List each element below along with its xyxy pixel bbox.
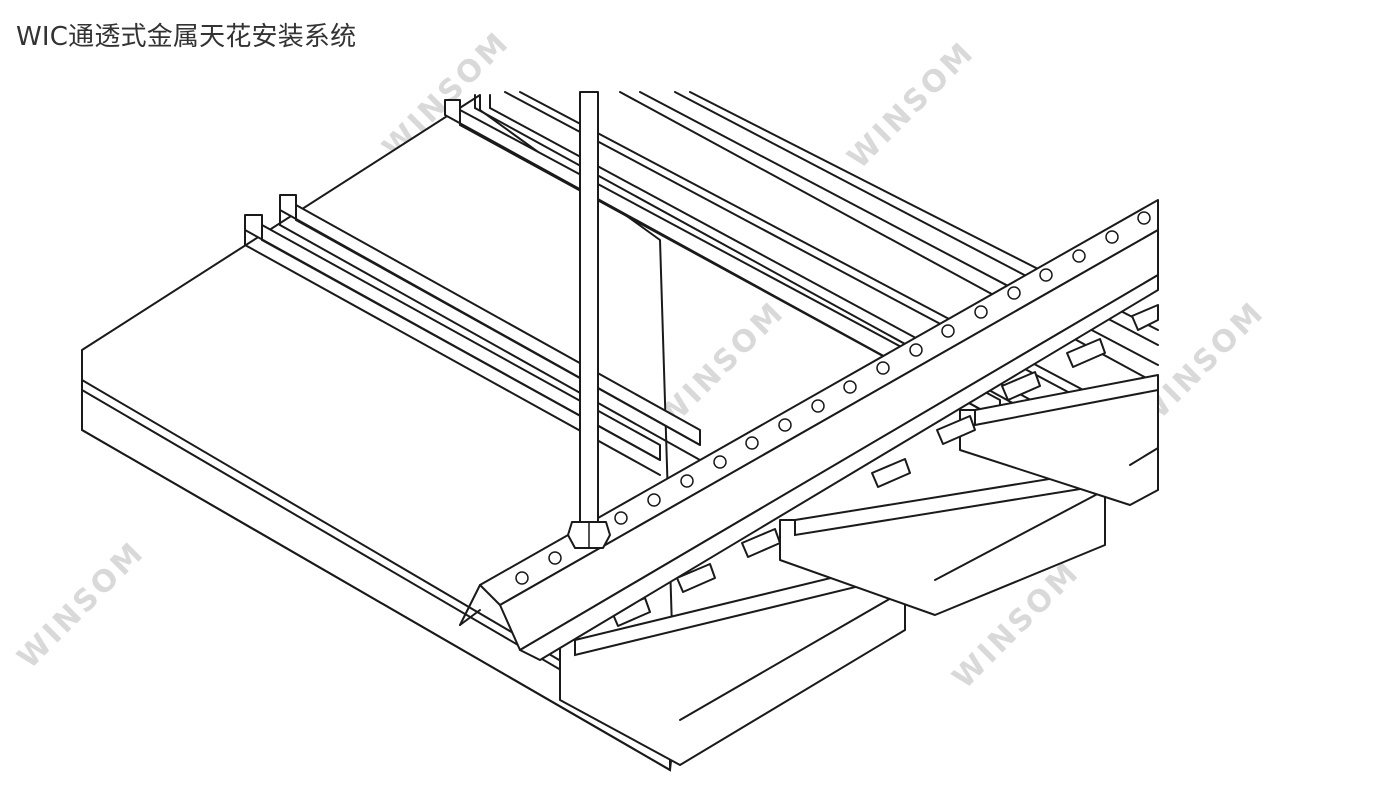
ceiling-strip-upper-2 [474,91,1141,441]
watermark: WINSOM [11,535,152,676]
suspension-rod [567,91,611,549]
page-title: WIC通透式金属天花安装系统 [16,22,357,52]
watermark: WINSOM [841,35,982,176]
clips [611,304,1159,627]
ceiling-strip-lower-2 [779,469,1106,616]
carrier-channel-1 [244,214,661,476]
ceiling-strip-lower-3 [959,374,1159,506]
